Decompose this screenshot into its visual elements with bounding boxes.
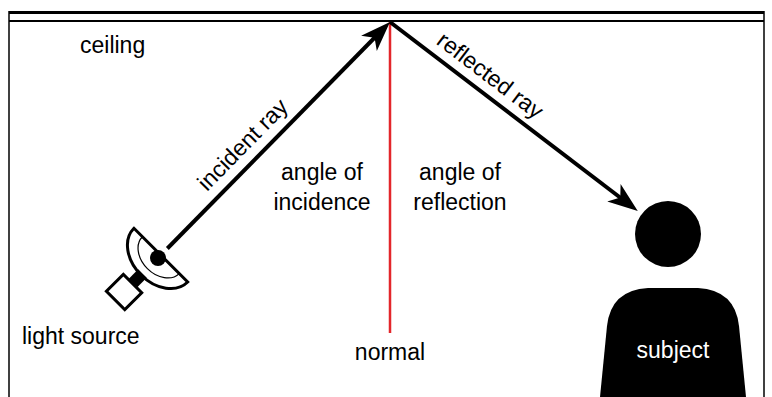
node-label: subject [598,336,748,365]
light-ray [167,32,380,249]
ceiling-band: ceiling [9,11,764,22]
lamp-group [89,225,191,327]
angle-label: angle of incidence [262,158,382,218]
lamp-base [106,274,141,309]
ray-label: incident ray [192,93,294,196]
frame-line [8,11,10,397]
person-head [635,201,701,267]
node-label: light source [20,322,202,351]
subject-figure: subject [598,198,748,397]
node-label: ceiling [80,31,145,60]
frame-line [763,11,765,397]
lamp-icon [20,214,196,322]
angle-label: angle of reflection [398,158,522,218]
normal-line [389,22,392,333]
person-silhouette [598,198,748,397]
normal-label: normal [330,338,450,368]
ray-label: reflected ray [431,26,548,125]
lamp-bulb [147,247,170,270]
light-source: light source [20,214,202,351]
